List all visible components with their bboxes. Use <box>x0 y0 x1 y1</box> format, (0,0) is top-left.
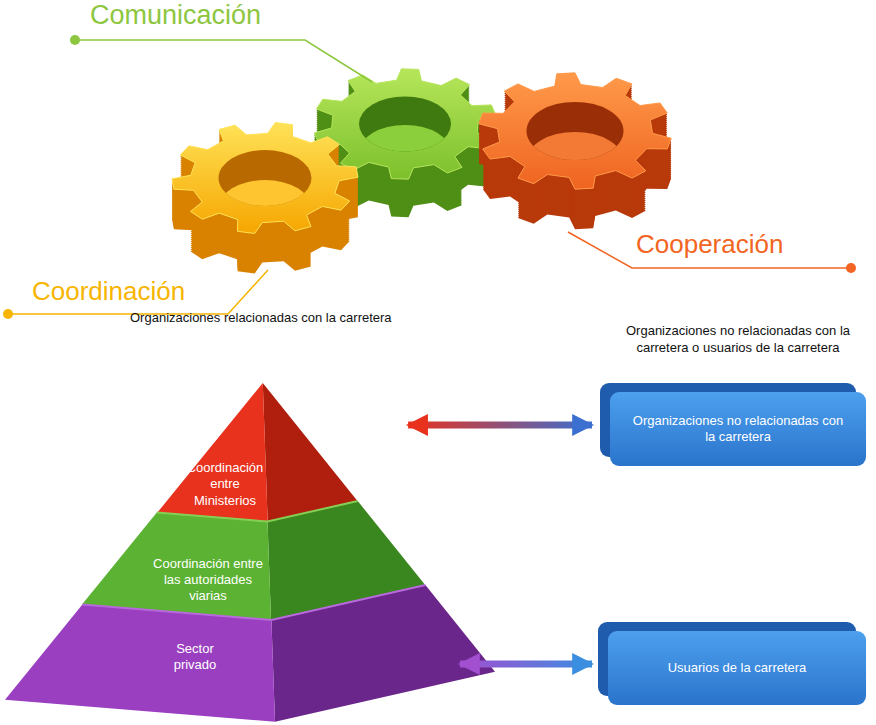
gear-face <box>314 69 496 179</box>
org-box: Organizaciones no relacionadas con la ca… <box>600 383 866 467</box>
leader-line <box>8 270 268 314</box>
node-text: Usuarios de la carretera <box>630 660 845 676</box>
tier-edge <box>82 585 425 620</box>
gear-hole-wall <box>219 180 312 236</box>
gear-label: Comunicación <box>90 0 261 31</box>
tier-side-face <box>271 585 495 722</box>
leader-line <box>75 40 372 82</box>
node-text: Coordinación entre las autoridades viari… <box>145 556 270 605</box>
gear-hole-wall <box>359 125 451 180</box>
tier-front-face <box>5 605 275 722</box>
tier-front-face <box>82 513 271 620</box>
leader-dot <box>846 263 856 273</box>
gear-group <box>172 69 671 274</box>
gear-hole-wall <box>527 132 624 190</box>
double-arrow <box>460 661 592 668</box>
tier-edge <box>157 501 358 522</box>
node-text: Organizaciones no relacionadas con la ca… <box>631 413 846 446</box>
tier-shape <box>157 383 358 522</box>
gear-face <box>172 123 358 234</box>
box-front <box>610 392 866 466</box>
pyramid-tier: Sector privado <box>5 585 495 722</box>
tier-side-face <box>263 383 358 522</box>
node-text: Coordinación entre Ministerios <box>180 460 270 509</box>
column-heading: Organizaciones no relacionadas con la ca… <box>612 323 864 357</box>
gear-label: Coordinación <box>32 276 185 307</box>
box-front <box>608 631 866 705</box>
gear-face <box>479 73 671 189</box>
tier-shape <box>5 585 495 722</box>
leader-dot <box>70 35 80 45</box>
node-text: Sector privado <box>155 641 235 674</box>
gear <box>479 73 671 229</box>
double-arrow <box>408 422 592 429</box>
gear <box>172 123 358 274</box>
gear-label: Cooperación <box>636 229 783 260</box>
leader-dot <box>3 309 13 319</box>
pyramid-tier: Coordinación entre Ministerios <box>157 383 358 522</box>
column-heading: Organizaciones relacionadas con la carre… <box>130 310 392 325</box>
org-box: Usuarios de la carretera <box>598 622 866 706</box>
